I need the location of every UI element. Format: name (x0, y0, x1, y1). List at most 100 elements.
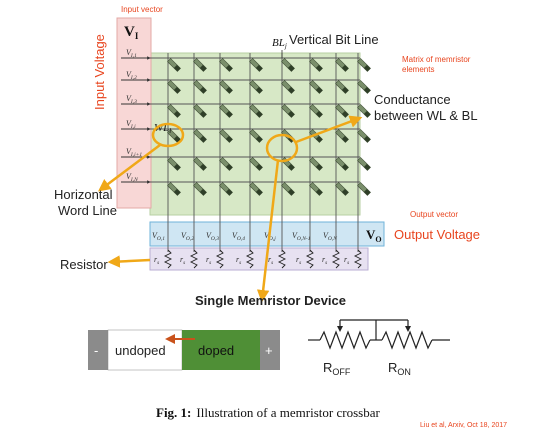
horizontal-word-line-label-2: Word Line (58, 203, 117, 218)
resistor-symbol (163, 249, 173, 269)
resistor-value-label: rs (268, 255, 273, 266)
memristor-symbol (309, 157, 323, 171)
wiper-arrow-right (405, 326, 411, 332)
arrow-to-resistor (107, 255, 151, 268)
resistor-symbol (189, 249, 199, 269)
resistor-value-label: rs (206, 255, 211, 266)
resistor-region (149, 247, 369, 271)
resistor-symbol (215, 249, 225, 269)
r-on-label: RON (388, 360, 411, 377)
memristor-symbol (357, 58, 371, 72)
resistor-value-label: rs (322, 255, 327, 266)
matrix-label-line2: elements (402, 65, 434, 74)
doped-label: doped (198, 343, 234, 358)
output-label: VO,2 (181, 231, 194, 242)
input-row-label: VI,2 (126, 70, 137, 81)
memristor-symbol (335, 129, 349, 143)
memristor-symbol (219, 129, 233, 143)
resistor-schematic (308, 319, 450, 350)
memristor-symbol (193, 157, 207, 171)
memristor-symbol (281, 182, 295, 196)
memristor-highlight (265, 133, 299, 163)
memristor-symbol (167, 58, 181, 72)
doped-region (182, 330, 260, 370)
memristor-symbol (249, 129, 263, 143)
resistor-symbol (305, 249, 315, 269)
horizontal-word-line-label-1: Horizontal (54, 187, 113, 202)
arrow-to-single-device (256, 159, 280, 303)
memristor-symbol (335, 80, 349, 94)
resistor-symbol (277, 249, 287, 269)
resistor-label: Resistor (60, 257, 108, 272)
memristor-array (167, 58, 371, 196)
input-row-label: VI,N (126, 172, 138, 183)
input-vector-symbol: VI (124, 24, 139, 41)
input-voltage-label: Input Voltage (92, 34, 107, 110)
r-off-label: ROFF (323, 360, 351, 377)
resistor-symbol (353, 249, 363, 269)
resistor-value-label: rs (296, 255, 301, 266)
input-row-label: VI,i+1 (126, 147, 142, 158)
resistor-value-label: rs (154, 255, 159, 266)
memristor-symbol (309, 58, 323, 72)
memristor-symbol (167, 157, 181, 171)
figure-caption: Fig. 1:Illustration of a memristor cross… (156, 405, 380, 420)
matrix-label-line1: Matrix of memristor (402, 55, 471, 64)
memristor-symbol (193, 104, 207, 118)
resistor-symbol (331, 249, 341, 269)
input-row-labels: VI,1VI,2VI,3VI,iVI,i+1VI,N (126, 48, 142, 183)
output-label: VO,N-1 (292, 231, 311, 242)
memristor-symbol (219, 80, 233, 94)
resistor-value-label: rs (236, 255, 241, 266)
output-label: VO,4 (232, 231, 245, 242)
memristor-symbol (193, 129, 207, 143)
bit-line-symbol: BLj (272, 37, 287, 50)
output-label: VO,1 (152, 231, 165, 242)
vertical-bit-line-label: Vertical Bit Line (289, 32, 379, 47)
memristor-symbol (357, 182, 371, 196)
memristor-symbol (309, 104, 323, 118)
memristor-symbol (193, 58, 207, 72)
output-label: VO,3 (206, 231, 219, 242)
output-vector-symbol: VO (366, 227, 382, 244)
memristor-symbol (249, 58, 263, 72)
memristor-symbol (281, 58, 295, 72)
memristor-symbol (357, 104, 371, 118)
single-device-title: Single Memristor Device (195, 293, 346, 308)
memristor-symbol (167, 104, 181, 118)
output-label: VO,N (323, 231, 337, 242)
memristor-symbol (335, 182, 349, 196)
resistor-value-label: rs (344, 255, 349, 266)
output-labels: VO,1 VO,2 VO,3 VO,4 VO,j VO,N-1 VO,N (152, 231, 337, 242)
wiper-arrow-left (337, 326, 343, 332)
memristor-symbol (335, 104, 349, 118)
resistor-symbol (245, 249, 255, 269)
negative-terminal (88, 330, 108, 370)
memristor-symbol (249, 157, 263, 171)
memristor-symbol (219, 182, 233, 196)
memristor-symbol (167, 182, 181, 196)
memristor-symbol (281, 104, 295, 118)
resistor-row: rs rs rs rs rs rs rs rs (154, 249, 363, 269)
memristor-symbol (357, 129, 371, 143)
input-row-label: VI,3 (126, 94, 137, 105)
resistor-value-label: rs (180, 255, 185, 266)
memristor-symbol (219, 58, 233, 72)
memristor-symbol (357, 80, 371, 94)
arrow-to-conductance (295, 115, 363, 144)
memristor-symbol (357, 157, 371, 171)
plus-sign: + (265, 343, 273, 358)
memristor-symbol (219, 104, 233, 118)
memristor-symbol (281, 80, 295, 94)
output-label: VO,j (264, 231, 276, 242)
memristor-symbol (193, 80, 207, 94)
arrow-to-word-line (98, 144, 161, 192)
input-vector-label: Input vector (121, 5, 163, 14)
output-vector-label: Output vector (410, 210, 458, 219)
input-row-label: VI,i (126, 119, 136, 130)
memristor-symbol (167, 80, 181, 94)
positive-terminal (260, 330, 280, 370)
memristor-symbol (249, 80, 263, 94)
input-vector-region (116, 17, 152, 209)
